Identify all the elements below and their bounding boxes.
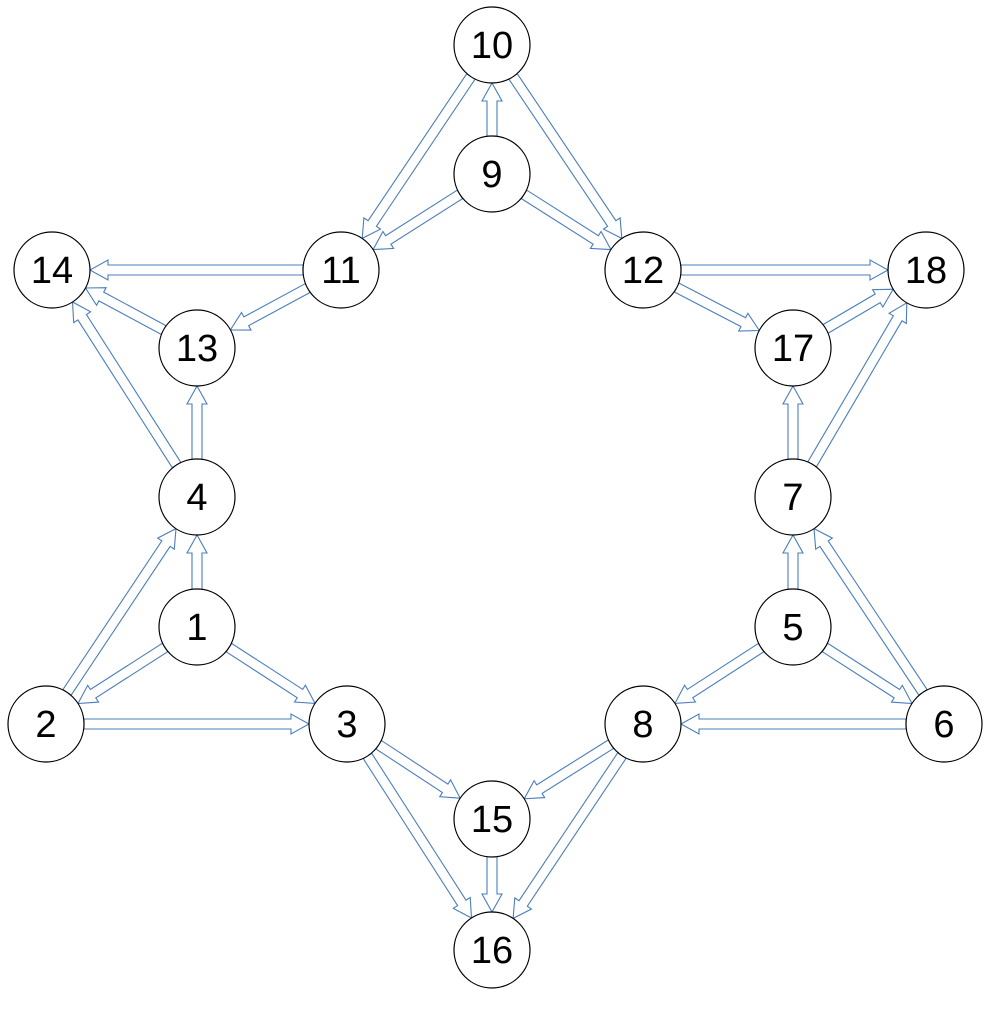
edge-1-to-3 [225,642,317,705]
node-circle [308,685,386,763]
edge-17-to-18 [822,288,895,334]
node-circle [604,231,682,309]
node-circle [754,309,832,387]
edge-12-to-18 [680,259,890,281]
node-label: 15 [471,799,513,841]
node-circle [13,231,91,309]
edge-5-to-6 [821,642,913,705]
node-11: 11 [302,231,380,309]
node-circle [158,588,236,666]
node-circle [887,231,965,309]
edge-6-to-7 [813,527,928,696]
node-label: 6 [933,704,954,746]
edge-10-to-12 [508,73,623,240]
node-label: 5 [782,607,803,649]
node-label: 3 [336,704,357,746]
node-10: 10 [453,6,531,84]
edge-10-to-11 [361,73,476,240]
node-label: 7 [782,477,803,519]
node-5: 5 [754,588,832,666]
node-label: 12 [622,250,664,292]
edge-7-to-18 [807,301,908,468]
node-14: 14 [13,231,91,309]
node-circle [453,780,531,858]
node-6: 6 [905,685,983,763]
edge-5-to-7 [782,533,804,590]
node-label: 18 [905,250,947,292]
edge-11-to-13 [229,282,311,331]
edges [62,73,928,920]
node-17: 17 [754,309,832,387]
node-label: 2 [35,704,56,746]
edge-9-to-11 [372,189,464,251]
edge-11-to-14 [88,259,304,281]
node-label: 16 [471,930,513,972]
node-3: 3 [308,685,386,763]
edge-4-to-13 [186,384,208,460]
node-label: 9 [481,154,502,196]
node-label: 14 [31,250,73,292]
node-label: 8 [632,704,653,746]
edge-2-to-4 [62,527,177,696]
edge-9-to-12 [520,189,612,251]
node-4: 4 [158,458,236,536]
edge-3-to-16 [362,752,473,919]
edge-2-to-3 [83,713,311,735]
edge-13-to-14 [84,287,167,336]
edge-5-to-8 [673,642,765,705]
node-label: 1 [186,607,207,649]
node-label: 13 [176,328,218,370]
edge-12-to-17 [673,282,761,332]
edge-6-to-8 [679,713,907,735]
node-label: 17 [772,328,814,370]
edge-8-to-15 [523,739,615,800]
edge-4-to-14 [71,301,182,469]
node-circle [754,458,832,536]
node-12: 12 [604,231,682,309]
node-7: 7 [754,458,832,536]
edge-1-to-2 [77,642,169,705]
node-circle [302,231,380,309]
node-circle [453,135,531,213]
node-circle [7,685,85,763]
node-circle [905,685,983,763]
node-9: 9 [453,135,531,213]
node-circle [604,685,682,763]
node-18: 18 [887,231,965,309]
node-13: 13 [158,309,236,387]
edge-9-to-10 [481,81,503,137]
node-label: 4 [186,477,207,519]
node-15: 15 [453,780,531,858]
node-circle [158,309,236,387]
edge-8-to-16 [512,752,627,920]
node-2: 2 [7,685,85,763]
node-label: 11 [321,250,360,292]
node-1: 1 [158,588,236,666]
node-16: 16 [453,911,531,989]
node-circle [453,911,531,989]
node-label: 10 [471,25,513,67]
edge-7-to-17 [782,384,804,460]
node-8: 8 [604,685,682,763]
node-circle [453,6,531,84]
edge-15-to-16 [481,856,503,914]
edge-3-to-15 [375,739,462,799]
node-circle [158,458,236,536]
edge-1-to-4 [186,533,208,590]
node-circle [754,588,832,666]
